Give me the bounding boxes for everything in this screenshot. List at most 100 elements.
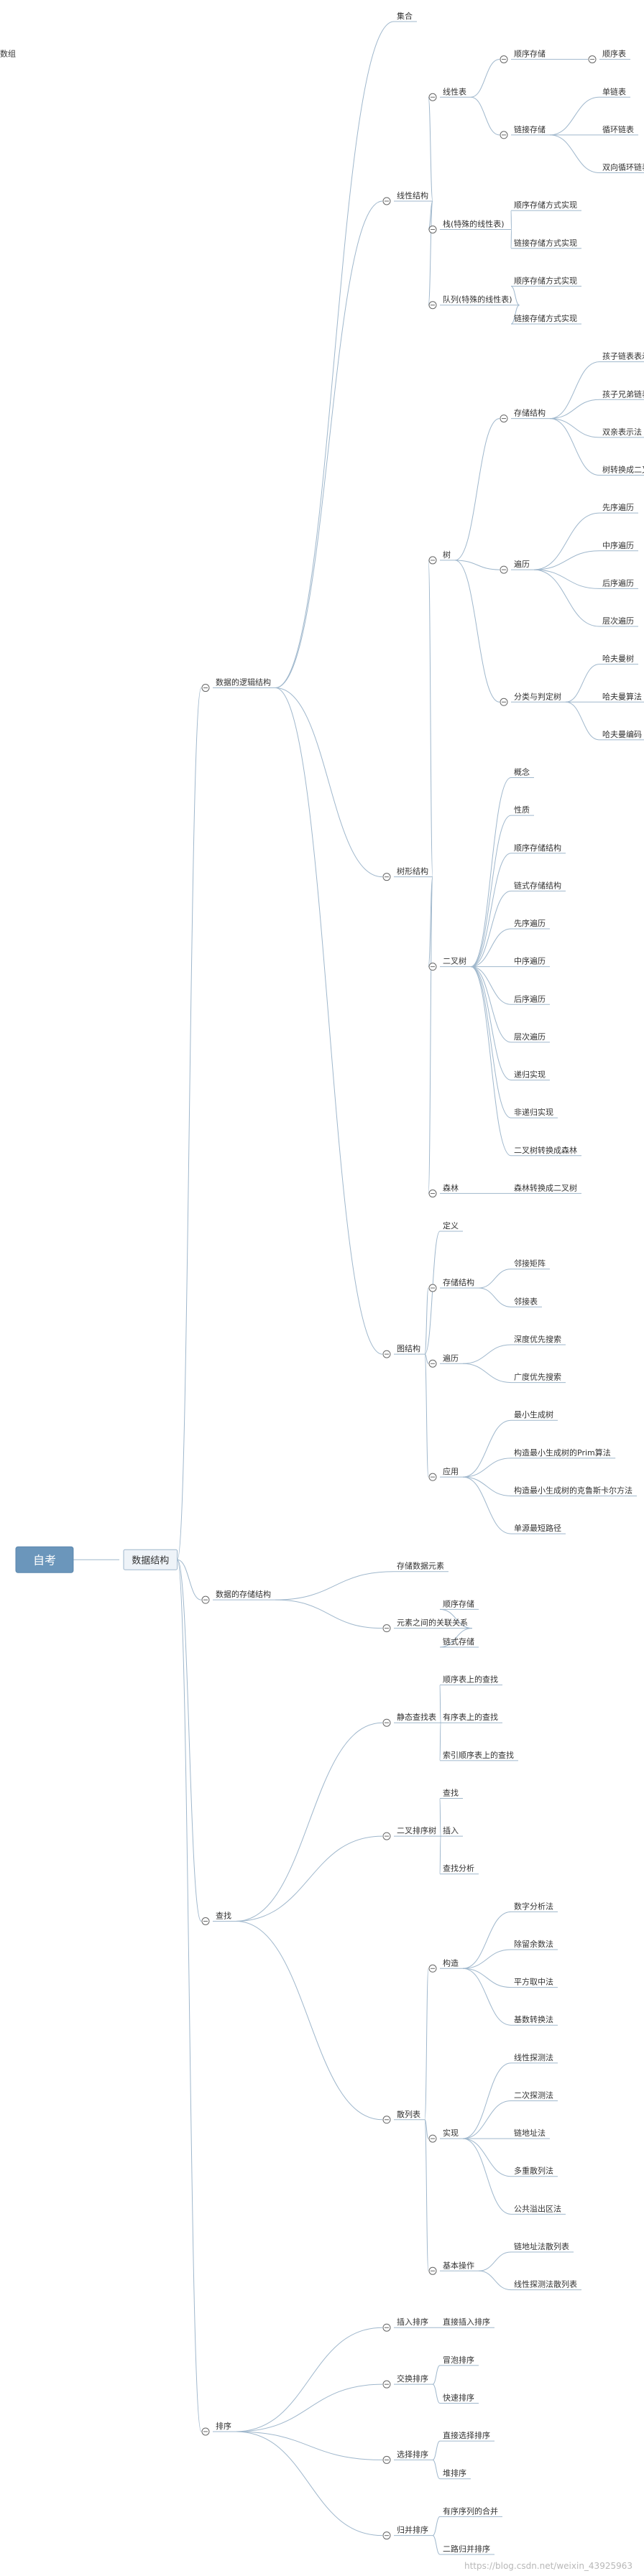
node-0-2-2-1-0[interactable]: 线性探测法 [511,2052,558,2064]
collapse-toggle-icon[interactable] [382,2531,391,2540]
node-0-0-2-1-9[interactable]: 非递归实现 [511,1107,558,1118]
node-0-0-3-1-1[interactable]: 邻接表 [511,1296,542,1307]
node-0-0-2-1-6[interactable]: 后序遍历 [511,993,550,1005]
node-0-1-1-1[interactable]: 链式存储 [440,1636,479,1648]
node-0-0-3-1-0[interactable]: 邻接矩阵 [511,1259,550,1270]
node-0-0-0[interactable]: 集合 [394,11,417,22]
collapse-toggle-icon[interactable] [428,1284,437,1292]
node-0-0-3-3-2[interactable]: 构造最小生成树的克鲁斯卡尔方法 [511,1485,637,1496]
node-0-3-2[interactable]: 选择排序 [382,2449,433,2464]
node-0-0-2-0-2[interactable]: 分类与判定树 [500,691,566,706]
node-0-0-2-0-0-3[interactable]: 树转换成二叉树 [599,465,644,476]
node-0-3-3-0[interactable]: 有序序列的合并 [440,2506,502,2517]
collapse-toggle-icon[interactable] [201,2427,210,2436]
node-0-2-2-0-0[interactable]: 数字分析法 [511,1901,558,1912]
node-0[interactable]: 数据结构 [123,1549,178,1570]
node-0-3-2-0[interactable]: 直接选择排序 [440,2430,494,2442]
node-0-3-0[interactable]: 插入排序 [382,2317,433,2332]
node-0-0-2-0-0[interactable]: 存储结构 [500,408,550,423]
node-0-0-2[interactable]: 树形结构 [382,866,433,881]
node-0-2-2[interactable]: 散列表 [382,2109,425,2124]
collapse-toggle-icon[interactable] [428,1964,437,1973]
node-0-0-1-1-1[interactable]: 链接存储方式实现 [511,238,581,249]
node-0-1-1[interactable]: 元素之间的关联关系 [382,1618,472,1633]
collapse-toggle-icon[interactable] [382,2323,391,2332]
collapse-toggle-icon[interactable] [201,1917,210,1925]
collapse-toggle-icon[interactable] [428,2266,437,2275]
collapse-toggle-icon[interactable] [428,1473,437,1481]
node-0-0-3-3-1[interactable]: 构造最小生成树的Prim算法 [511,1447,616,1459]
node-0-2-0-1[interactable]: 有序表上的查找 [440,1712,502,1723]
node-0-2-2-2-1[interactable]: 线性探测法散列表 [511,2279,581,2291]
collapse-toggle-icon[interactable] [500,414,508,423]
node-0-0-1-2-1[interactable]: 链接存储方式实现 [511,313,581,325]
node-0-3-1-1[interactable]: 快速排序 [440,2392,479,2404]
node-0-0-1-0-1[interactable]: 链接存储 [500,124,550,139]
node-0-0-2-2-0[interactable]: 森林转换成二叉树 [511,1182,581,1194]
node-0-0-2-2[interactable]: 森林 [428,1182,463,1197]
node-0-0-3-3-0[interactable]: 最小生成树 [511,1409,558,1421]
node-0-0-1-1-0[interactable]: 顺序存储方式实现 [511,200,581,211]
node-0-2-2-2-0[interactable]: 链地址法散列表 [511,2241,574,2253]
node-0-0-1-0-0-0[interactable]: 顺序表 [588,49,630,64]
collapse-toggle-icon[interactable] [428,1189,437,1197]
node-0-0-3-2-0[interactable]: 深度优先搜索 [511,1334,566,1345]
node-0-0-1-0-0[interactable]: 顺序存储 [500,49,550,64]
collapse-toggle-icon[interactable] [428,301,437,310]
node-0-3-1-0[interactable]: 冒泡排序 [440,2355,479,2366]
collapse-toggle-icon[interactable] [500,55,508,64]
node-0-0-1-2-0[interactable]: 顺序存储方式实现 [511,275,581,287]
node-0-0-2-0-2-0[interactable]: 哈夫曼树 [599,654,638,665]
node-0-1-1-0[interactable]: 顺序存储 [440,1598,479,1610]
node-0-0-2-0-0-0[interactable]: 孩子链表表示法 [599,351,644,363]
node-0-0-2-0-1-1[interactable]: 中序遍历 [599,540,638,552]
node-0-0-2-1-1[interactable]: 性质 [511,805,534,816]
collapse-toggle-icon[interactable] [201,684,210,692]
node-0-3-3-1[interactable]: 二路归并排序 [440,2544,494,2555]
node-0-2-0-2[interactable]: 索引顺序表上的查找 [440,1750,518,1761]
node-0-0-2-1-2[interactable]: 顺序存储结构 [511,843,566,854]
node[interactable]: 自考 [15,1546,74,1573]
node-0-0-1[interactable]: 线性结构 [382,190,433,205]
collapse-toggle-icon[interactable] [500,565,508,574]
node-0-3[interactable]: 排序 [201,2421,236,2436]
collapse-toggle-icon[interactable] [428,556,437,565]
node-0-0-2-0-1[interactable]: 遍历 [500,560,534,574]
collapse-toggle-icon[interactable] [382,1832,391,1840]
node-0-1[interactable]: 数据的存储结构 [201,1589,275,1604]
node-0-0-1-0-1-0[interactable]: 单链表 [599,86,630,98]
node-0-2-2-1-1[interactable]: 二次探测法 [511,2090,558,2101]
node-0-2-2-1-4[interactable]: 公共溢出区法 [511,2203,566,2215]
node-0-2-2-1-3[interactable]: 多重散列法 [511,2166,558,2177]
collapse-toggle-icon[interactable] [382,1624,391,1633]
node-0-0-3-3[interactable]: 应用 [428,1466,463,1481]
node-0-0-3-0[interactable]: 定义 [440,1220,463,1232]
node-0-0-2-0-0-1[interactable]: 孩子兄弟链表表示法 [599,389,644,400]
node-0-2-1-0[interactable]: 查找 [440,1787,463,1799]
node-0-2-2-0-1[interactable]: 除留余数法 [511,1939,558,1950]
node-0-0-1-0-0-0-0[interactable]: 数组 [0,49,16,60]
node-0-0-2-0-0-2[interactable]: 双亲表示法 [599,427,644,438]
collapse-toggle-icon[interactable] [382,1718,391,1727]
node-0-0-2-1-10[interactable]: 二叉树转换成森林 [511,1145,581,1157]
node-0-0-2-1-3[interactable]: 链式存储结构 [511,880,566,891]
node-0-3-1[interactable]: 交换排序 [382,2373,433,2389]
node-0-2[interactable]: 查找 [201,1911,236,1925]
node-0-0-1-2[interactable]: 队列(特殊的线性表) [428,295,520,310]
node-0-0-2-0[interactable]: 树 [428,550,455,565]
node-0-0-2-1-4[interactable]: 先序遍历 [511,918,550,930]
node-0-2-2-1-2[interactable]: 链地址法 [511,2128,550,2139]
node-0-0-2-1-0[interactable]: 概念 [511,767,534,779]
collapse-toggle-icon[interactable] [382,2380,391,2389]
node-0-0-3-2[interactable]: 遍历 [428,1353,463,1368]
collapse-toggle-icon[interactable] [428,1359,437,1368]
collapse-toggle-icon[interactable] [428,225,437,233]
node-0-0-3-3-3[interactable]: 单源最短路径 [511,1523,566,1534]
node-0-2-2-0[interactable]: 构造 [428,1958,463,1973]
node-0-0-2-1-5[interactable]: 中序遍历 [511,956,550,968]
node-0-0-2-0-1-0[interactable]: 先序遍历 [599,502,638,514]
node-0-0-3[interactable]: 图结构 [382,1343,425,1358]
collapse-toggle-icon[interactable] [588,55,597,64]
node-0-0-1-0-1-2[interactable]: 双向循环链表 [599,162,644,174]
collapse-toggle-icon[interactable] [428,93,437,101]
